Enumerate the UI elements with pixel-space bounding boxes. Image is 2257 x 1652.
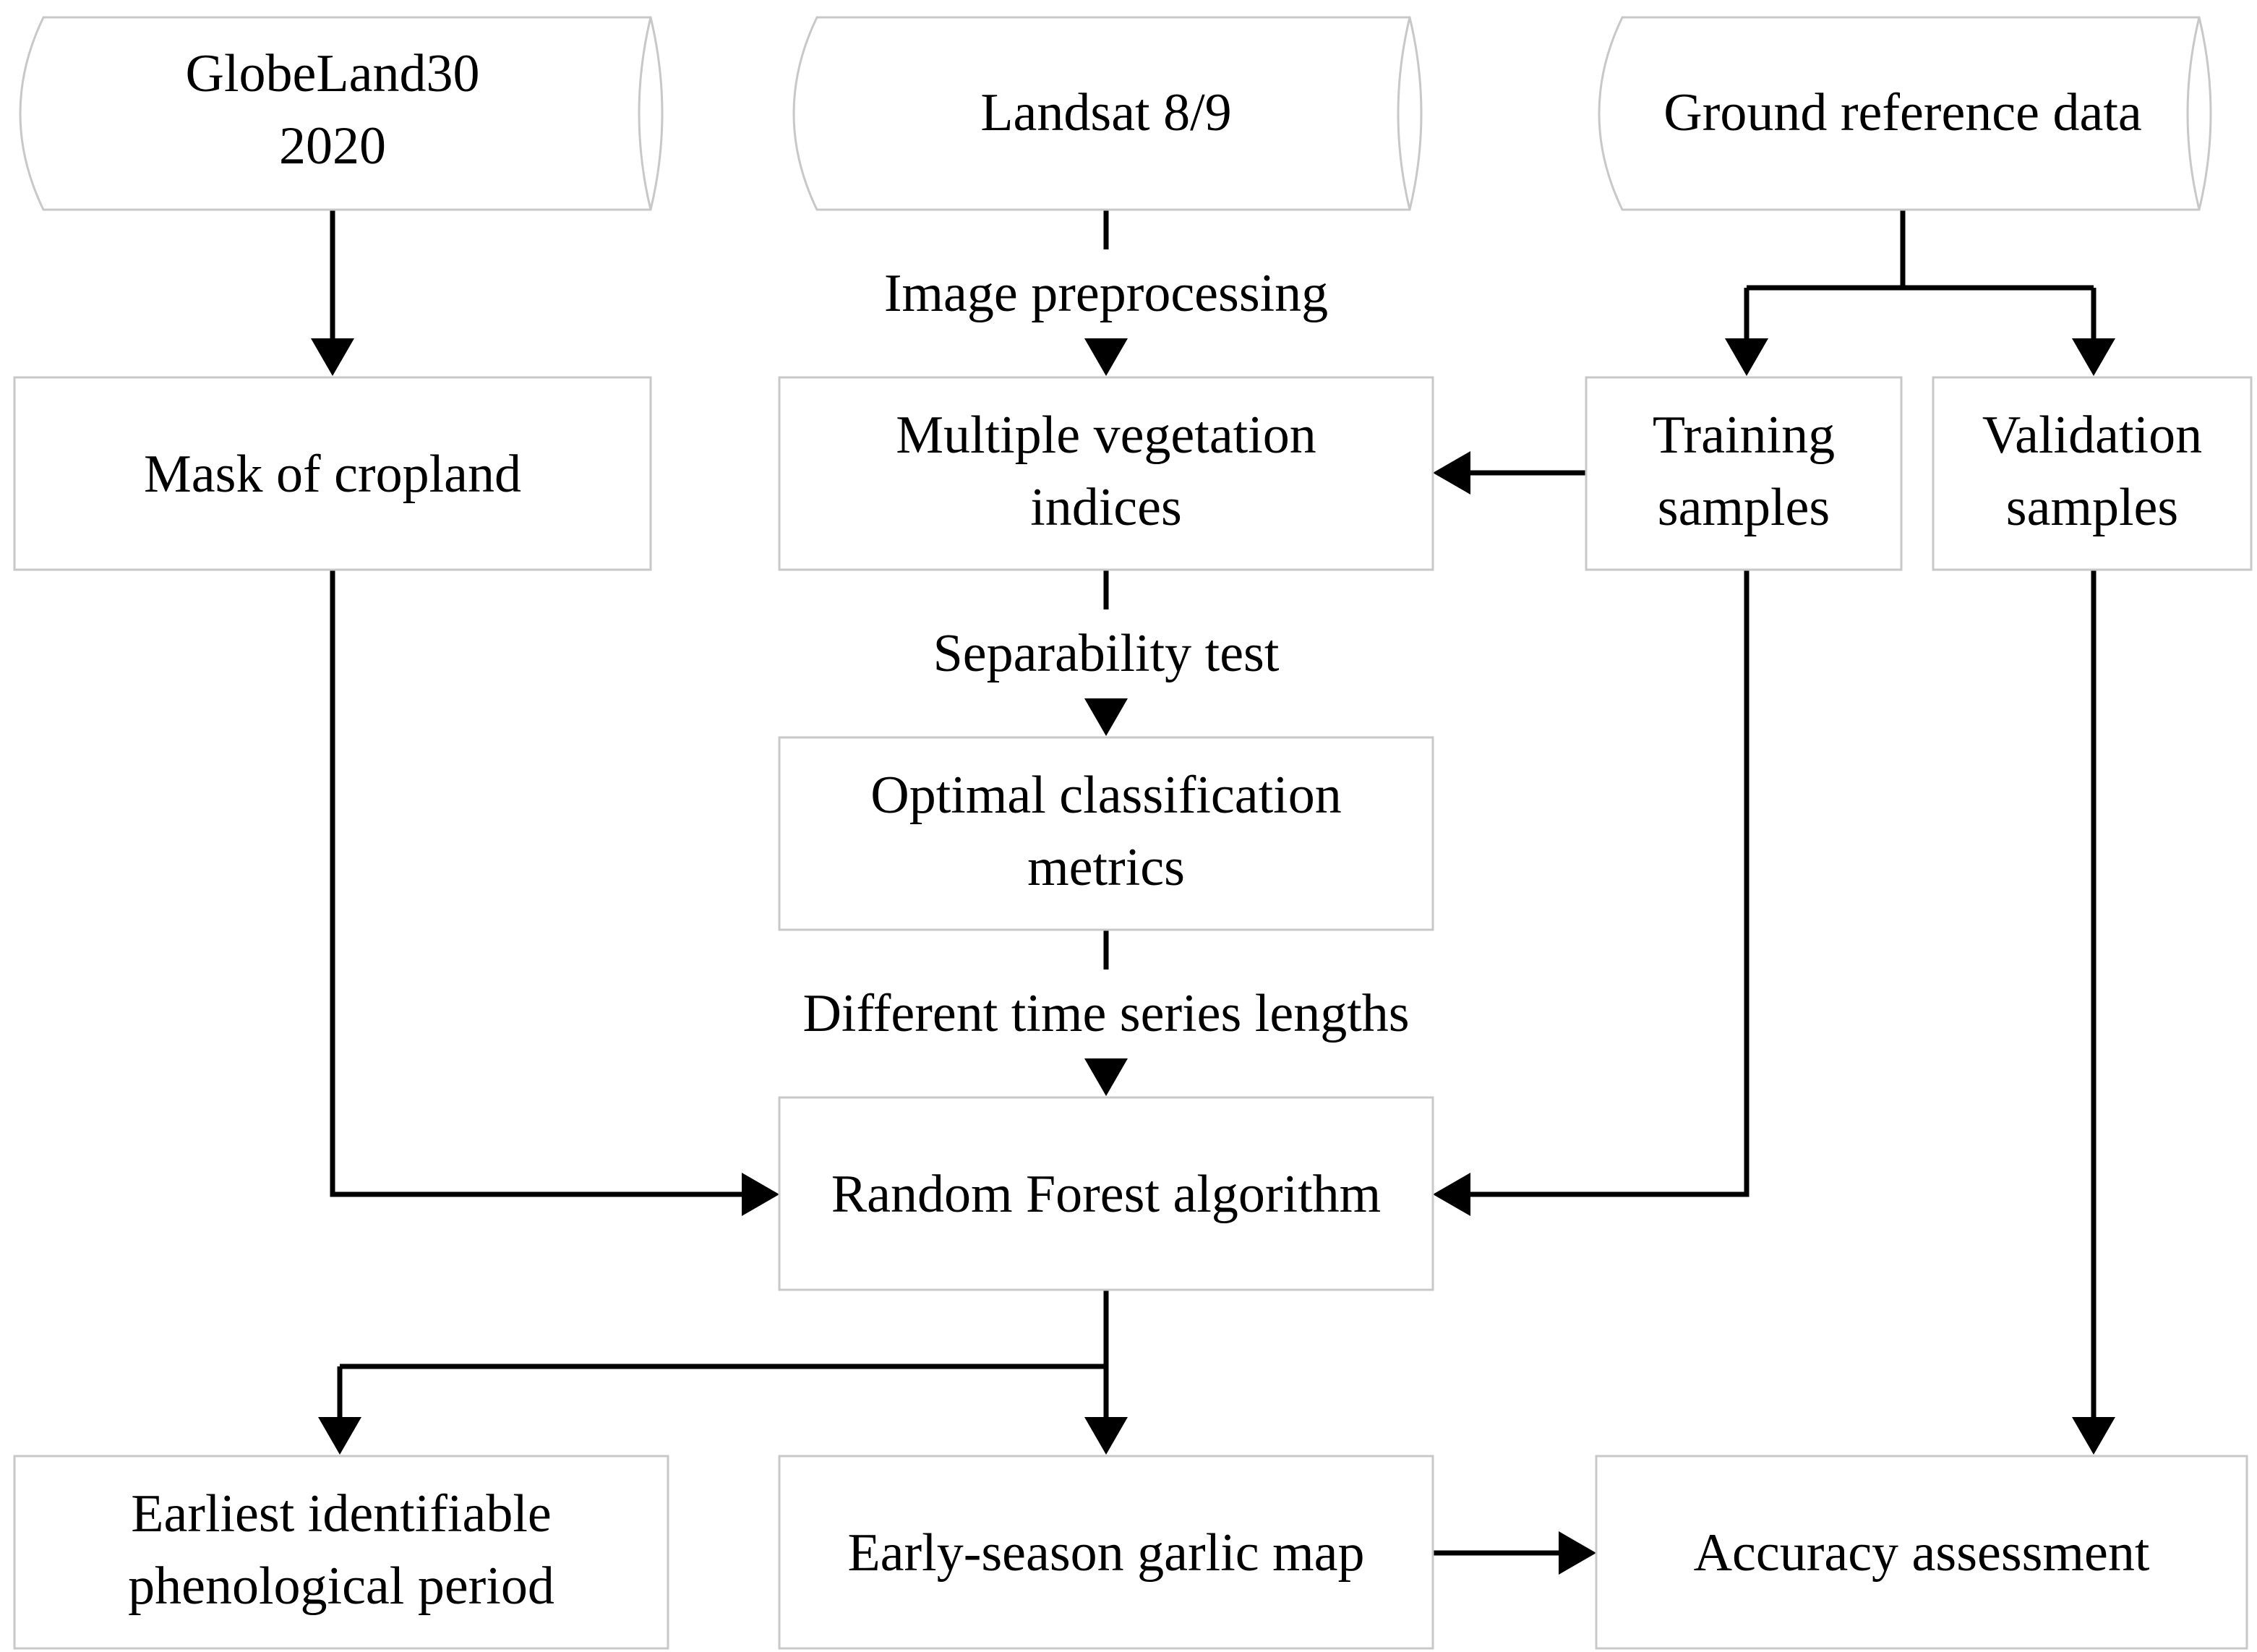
arrowhead-vegetation-side [1433,451,1470,495]
node-globeland-line1: GlobeLand30 [186,44,480,103]
node-optimal: Optimal classification metrics [778,736,1434,931]
node-random-forest-line1: Random Forest algorithm [831,1165,1382,1224]
edge-training-to-random-forest [1468,570,1750,1197]
arrowhead-earliest [318,1417,361,1455]
node-globeland: GlobeLand30 2020 [19,16,664,211]
edge-mask-to-random-forest [330,570,745,1197]
arrowhead-accuracy-left [1559,1531,1596,1575]
arrowhead-garlic-map [1084,1417,1128,1455]
node-validation: Validation samples [1932,376,2253,571]
label-time-series-lengths: Different time series lengths [802,984,1409,1043]
edge-random-forest-split [337,1290,1109,1418]
node-training: Training samples [1585,376,1903,571]
node-training-line2: samples [1658,478,1830,537]
arrowhead-random-forest-right [1433,1173,1470,1216]
node-earliest: Earliest identifiable phenological perio… [13,1455,669,1650]
node-earliest-line2: phenological period [128,1557,554,1616]
node-optimal-line1: Optimal classification [870,766,1341,825]
node-optimal-line2: metrics [1027,838,1185,897]
node-vegetation-line2: indices [1030,478,1182,537]
edge-labels: Image preprocessing Separability test Di… [752,253,1460,1045]
node-validation-line1: Validation [1982,406,2202,465]
node-vegetation: Multiple vegetation indices [778,376,1434,571]
node-vegetation-line1: Multiple vegetation [896,406,1316,465]
node-garlic-map-line1: Early-season garlic map [847,1523,1364,1583]
nodes: GlobeLand30 2020 Landsat 8/9 Ground refe… [13,16,2253,1650]
arrowhead-vegetation-top [1084,338,1128,376]
arrowhead-training [1725,338,1768,376]
node-globeland-line2: 2020 [279,116,386,176]
node-accuracy: Accuracy assessment [1595,1455,2248,1650]
arrowhead-mask [311,338,354,376]
node-earliest-line1: Earliest identifiable [131,1484,552,1544]
edge-ground-split [1744,210,2097,340]
node-garlic-map: Early-season garlic map [778,1455,1434,1650]
node-mask-line1: Mask of cropland [144,445,521,504]
arrowhead-validation [2072,338,2115,376]
label-image-preprocessing: Image preprocessing [884,264,1328,323]
arrowhead-optimal [1084,698,1128,736]
node-ground: Ground reference data [1598,16,2212,211]
arrowhead-accuracy-top [2072,1417,2115,1455]
node-landsat-line1: Landsat 8/9 [980,83,1231,142]
node-mask: Mask of cropland [13,376,652,571]
node-ground-line1: Ground reference data [1663,83,2141,142]
arrowhead-random-forest-top [1084,1058,1128,1096]
node-random-forest: Random Forest algorithm [778,1096,1434,1291]
arrowhead-random-forest-left [742,1173,779,1216]
node-training-line1: Training [1653,406,1835,465]
node-validation-line2: samples [2006,478,2178,537]
label-separability-test: Separability test [933,624,1280,683]
node-accuracy-line1: Accuracy assessment [1694,1523,2150,1583]
node-landsat: Landsat 8/9 [792,16,1423,211]
